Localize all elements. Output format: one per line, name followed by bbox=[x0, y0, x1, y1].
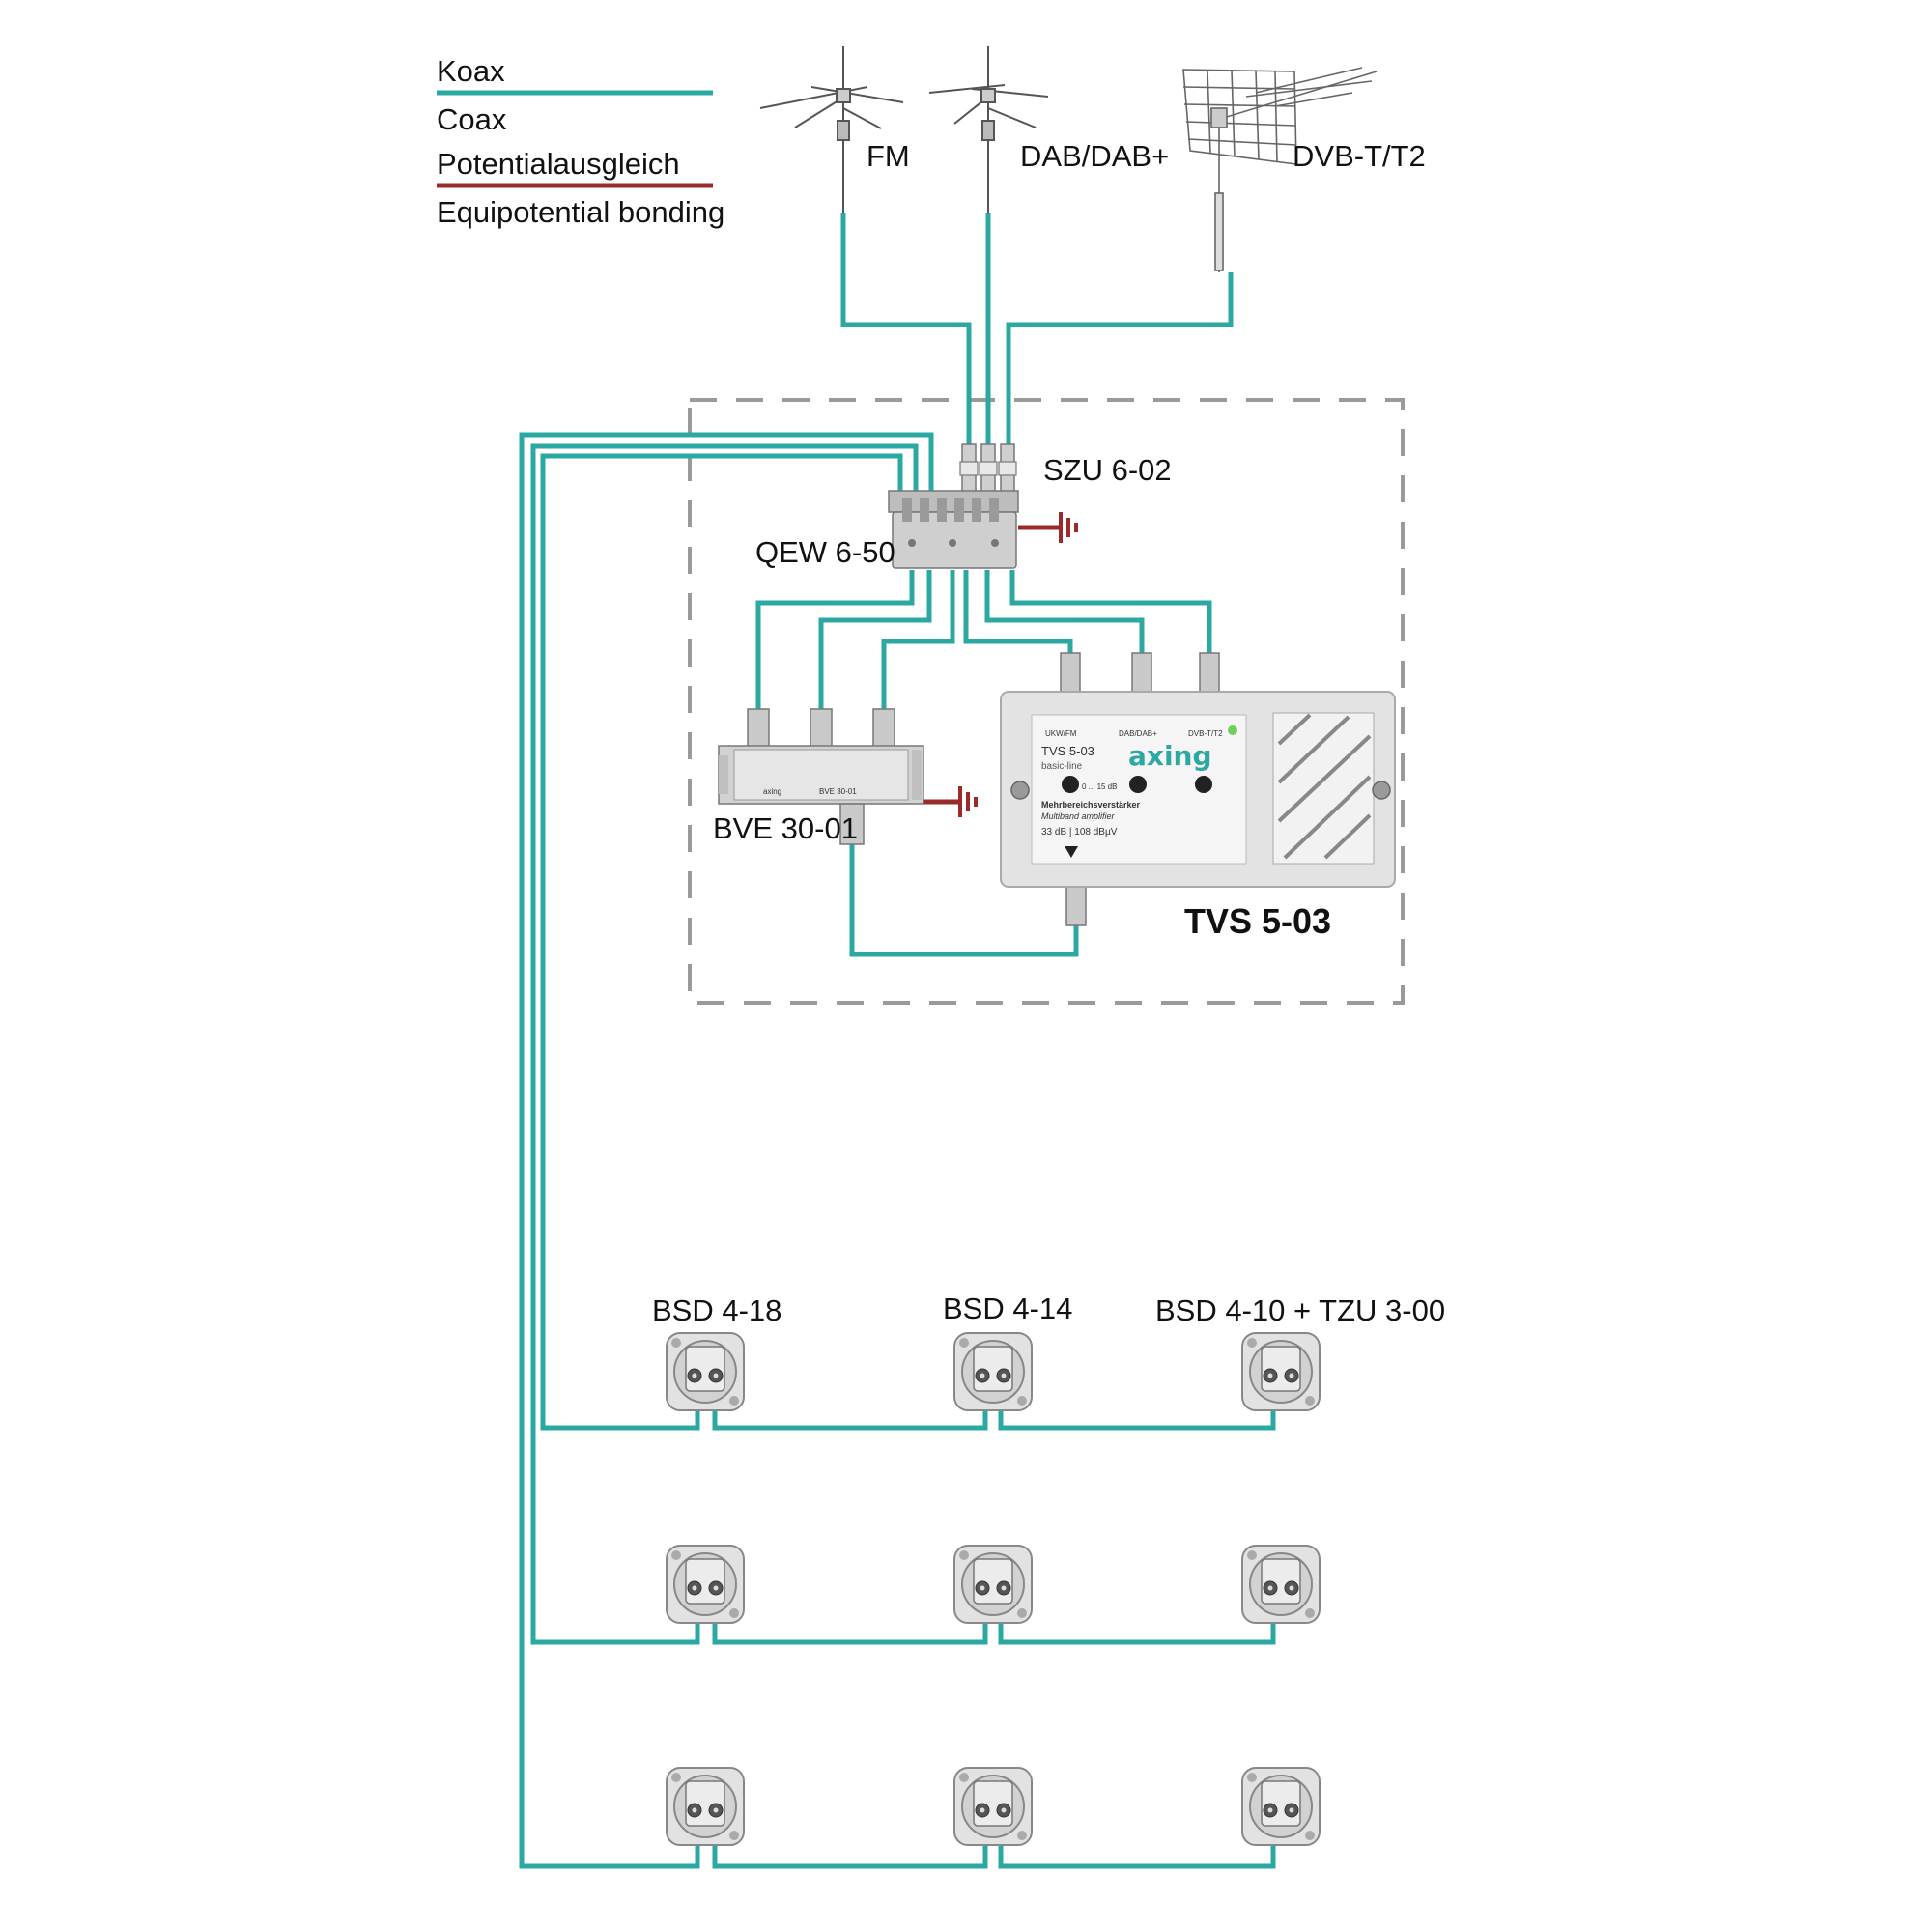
tvs-spec-text: 33 dB | 108 dBµV bbox=[1041, 827, 1118, 838]
tv-outlet bbox=[666, 1332, 745, 1411]
tv-outlet bbox=[666, 1545, 745, 1624]
gain-knob-icon bbox=[1195, 776, 1212, 793]
legend-bonding-de: Potentialausgleich bbox=[437, 147, 680, 181]
legend-coax-de: Koax bbox=[437, 54, 505, 88]
cabinet-frame bbox=[688, 398, 1405, 1005]
fm-label: FM bbox=[867, 139, 910, 173]
tvs-line-text: basic-line bbox=[1041, 761, 1083, 772]
legend-coax-en: Coax bbox=[437, 102, 507, 136]
tv-outlet bbox=[953, 1545, 1033, 1624]
tvs-brand-logo: axing bbox=[1128, 740, 1212, 772]
outlet-label-bsd-4-10-tzu: BSD 4-10 + TZU 3-00 bbox=[1155, 1293, 1445, 1327]
tvs-model-text: TVS 5-03 bbox=[1041, 744, 1094, 758]
legend-bonding-en: Equipotential bonding bbox=[437, 195, 724, 229]
tv-outlet bbox=[953, 1767, 1033, 1846]
ground-icon bbox=[1018, 512, 1078, 543]
tvs-ch3-text: DVB-T/T2 bbox=[1188, 729, 1223, 738]
qew-equipotential-block bbox=[888, 490, 1019, 569]
tvs-knob-text: 0 ... 15 dB bbox=[1082, 782, 1117, 791]
tv-outlet bbox=[1241, 1545, 1321, 1624]
tv-outlet bbox=[666, 1767, 745, 1846]
bve-splitter: axing BVE 30-01 bbox=[718, 708, 924, 845]
tvs-ch2-text: DAB/DAB+ bbox=[1119, 729, 1157, 738]
ground-icon bbox=[920, 786, 978, 817]
tvs-desc-de: Mehrbereichsverstärker bbox=[1041, 800, 1141, 810]
tv-outlet bbox=[1241, 1767, 1321, 1846]
bve-brand-text: axing bbox=[763, 787, 781, 796]
dvbt-label: DVB-T/T2 bbox=[1293, 139, 1426, 173]
qew-label: QEW 6-50 bbox=[755, 535, 895, 569]
outlet-label-bsd-4-18: BSD 4-18 bbox=[652, 1293, 781, 1327]
tv-outlet bbox=[953, 1332, 1033, 1411]
tv-outlet bbox=[1241, 1332, 1321, 1411]
tvs-desc-en: Multiband amplifier bbox=[1041, 811, 1116, 821]
tvs-ch1-text: UKW/FM bbox=[1045, 729, 1077, 738]
szu-filter-connectors bbox=[959, 443, 1017, 501]
tvs-amplifier: UKW/FM DAB/DAB+ DVB-T/T2 TVS 5-03 basic-… bbox=[1000, 652, 1396, 926]
dab-antenna bbox=[928, 46, 1049, 213]
legend: Koax Coax Potentialausgleich Equipotenti… bbox=[437, 54, 724, 229]
fm-antenna bbox=[759, 46, 904, 213]
gain-knob-icon bbox=[1062, 776, 1079, 793]
gain-knob-icon bbox=[1129, 776, 1147, 793]
bve-model-text: BVE 30-01 bbox=[819, 787, 857, 796]
outlet-label-bsd-4-14: BSD 4-14 bbox=[943, 1292, 1072, 1325]
dvbt-antenna bbox=[1182, 67, 1378, 272]
szu-label: SZU 6-02 bbox=[1043, 453, 1172, 487]
coax-cables bbox=[519, 213, 1276, 1869]
tvs-label: TVS 5-03 bbox=[1184, 901, 1331, 941]
bve-label: BVE 30-01 bbox=[713, 811, 858, 845]
dab-label: DAB/DAB+ bbox=[1020, 139, 1169, 173]
